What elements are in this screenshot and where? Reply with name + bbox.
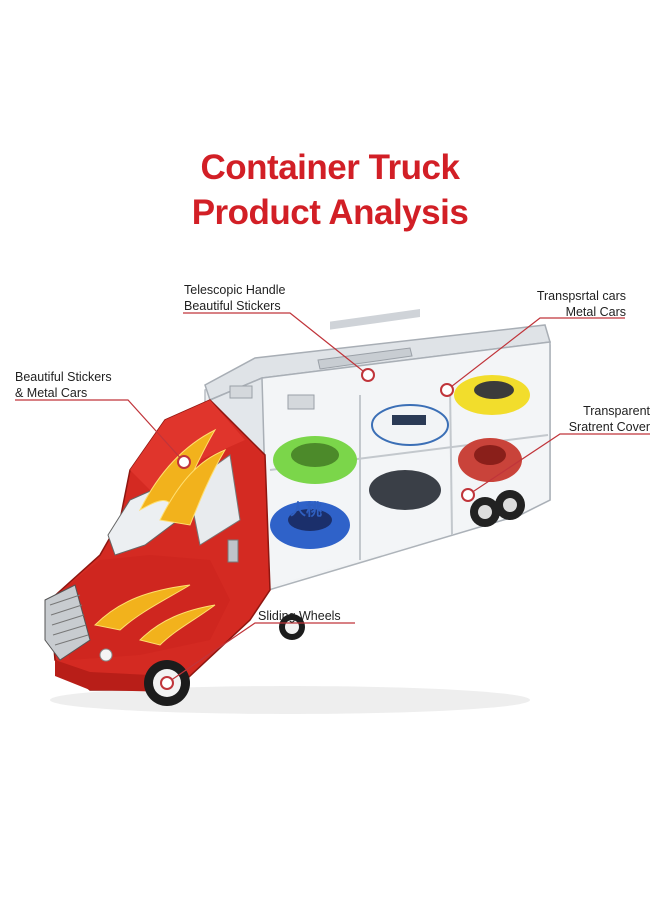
- callout-handle-line1: Telescopic Handle: [184, 283, 286, 297]
- toy-car-dark: [369, 470, 441, 510]
- callout-handle: Telescopic Handle Beautiful Stickers: [184, 282, 285, 314]
- title-line-1: Container Truck: [200, 148, 460, 187]
- marker-wheels: [160, 676, 174, 690]
- marker-cars: [440, 383, 454, 397]
- callout-lines: [15, 312, 650, 684]
- callout-handle-line2: Beautiful Stickers: [184, 299, 281, 313]
- callout-wheels-line1: Sliding Wheels: [258, 609, 341, 623]
- toy-car-green: [273, 436, 357, 484]
- callout-stickers: Beautiful Stickers & Metal Cars: [15, 369, 112, 401]
- callout-stickers-line1: Beautiful Stickers: [15, 370, 112, 384]
- callout-cover: Transparent Sratrent Cover: [530, 403, 650, 435]
- marker-stickers: [177, 455, 191, 469]
- truck-cab: [44, 399, 271, 692]
- title-line-2: Product Analysis: [191, 193, 469, 232]
- callout-cover-line1: Transparent: [583, 404, 650, 418]
- rear-wheels: [470, 490, 525, 527]
- toy-car-red: [458, 438, 522, 482]
- marker-handle: [361, 368, 375, 382]
- callout-cars: Transpsrtal cars Metal Cars: [510, 288, 626, 320]
- toy-car-blue: [270, 501, 350, 549]
- callout-cars-line1: Transpsrtal cars: [536, 289, 626, 303]
- callout-stickers-line2: & Metal Cars: [15, 386, 88, 400]
- toy-car-yellow: [454, 375, 530, 415]
- toy-car-white: [371, 404, 449, 446]
- callout-cars-line2: Metal Cars: [565, 305, 626, 319]
- decal-text: 人桃: [290, 500, 322, 519]
- callout-markers: [160, 368, 475, 690]
- marker-cover: [461, 488, 475, 502]
- flame-decals: [93, 428, 227, 646]
- callout-cover-line2: Sratrent Cover: [568, 420, 650, 434]
- callout-wheels: Sliding Wheels: [258, 608, 341, 624]
